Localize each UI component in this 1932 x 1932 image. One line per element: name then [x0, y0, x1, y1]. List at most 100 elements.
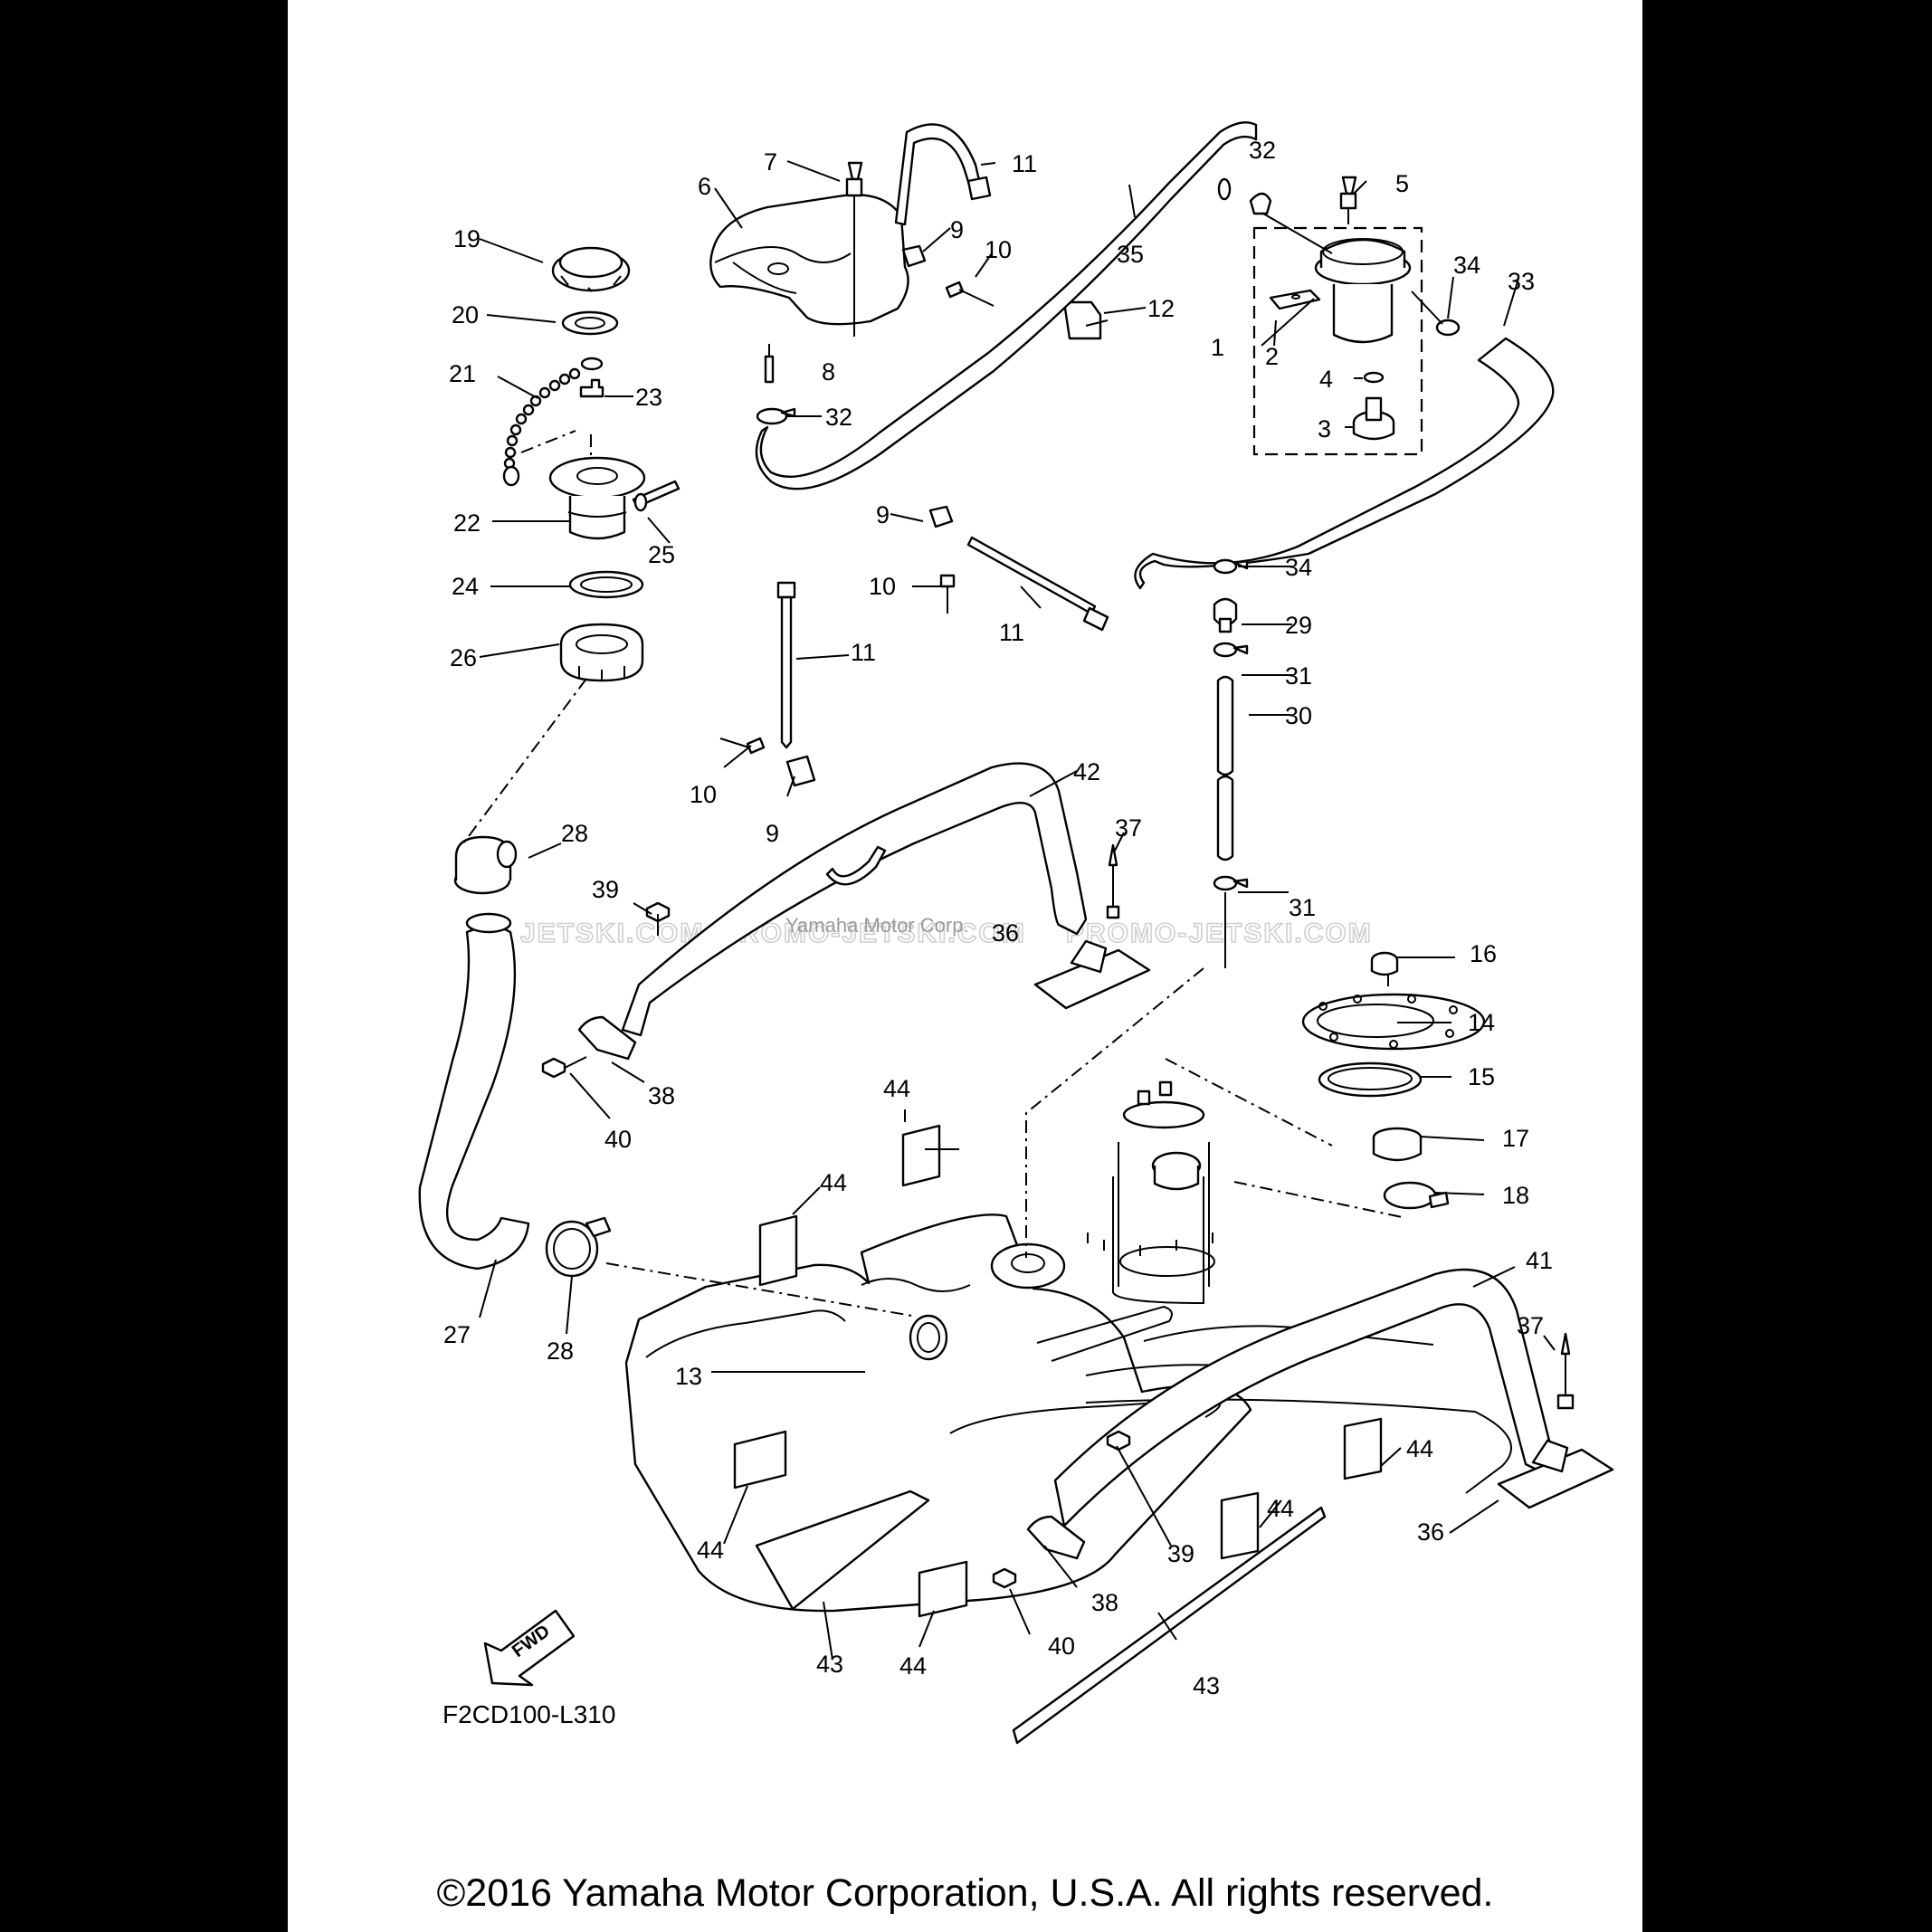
callout-42: 42	[1073, 758, 1100, 785]
callout-39b: 39	[1167, 1540, 1194, 1567]
tie-11b	[966, 536, 1097, 615]
callout-44d: 44	[899, 1652, 927, 1680]
connectors	[462, 430, 1407, 1317]
hose-35	[755, 121, 1258, 490]
callout-36a: 36	[992, 919, 1019, 947]
bolt-40b	[992, 1567, 1017, 1589]
callout-35: 35	[1117, 241, 1144, 268]
callout-5: 5	[1395, 170, 1409, 197]
strip-43b	[1012, 1506, 1327, 1745]
watermark-2: PROMO-JETSKI.COM	[719, 918, 1026, 948]
clip-9b	[928, 505, 954, 528]
clamp-12	[1062, 300, 1102, 340]
callout-44a: 44	[883, 1075, 910, 1102]
block-38a	[577, 1015, 637, 1061]
callout-10c: 10	[690, 781, 717, 808]
callout-38a: 38	[648, 1082, 675, 1109]
callout-11a: 11	[1012, 150, 1037, 177]
hose-30-upper	[1216, 675, 1234, 776]
hose-33	[1134, 337, 1555, 590]
pad-44f	[1343, 1417, 1383, 1480]
strip-43a	[755, 1489, 930, 1611]
callout-32a: 32	[825, 404, 852, 431]
callout-20: 20	[452, 301, 479, 328]
screw-23	[579, 378, 604, 398]
fuel-cap-19	[551, 246, 631, 292]
callout-31a: 31	[1285, 662, 1312, 690]
pad-44e	[1220, 1491, 1260, 1560]
bracket-2	[1269, 289, 1321, 310]
callout-36b: 36	[1417, 1518, 1444, 1546]
callout-15: 15	[1468, 1063, 1495, 1090]
callout-9c: 9	[766, 820, 779, 847]
callout-37b: 37	[1517, 1312, 1544, 1339]
callout-37a: 37	[1115, 814, 1142, 842]
callout-44f: 44	[1406, 1435, 1433, 1462]
callout-17: 17	[1502, 1125, 1529, 1152]
clamp-32a	[756, 407, 788, 425]
leader-lines	[479, 160, 1556, 1661]
cover-6	[709, 194, 909, 326]
bolt-39a	[645, 901, 671, 923]
bolt-39b	[1106, 1430, 1131, 1451]
callout-40a: 40	[604, 1126, 632, 1153]
watermark-1: JETSKI.COM	[520, 918, 704, 948]
callout-39a: 39	[592, 876, 619, 903]
callout-11c: 11	[851, 639, 876, 666]
tie-head-11c	[776, 581, 796, 599]
clamp-18	[1383, 1181, 1437, 1210]
callout-28b: 28	[547, 1337, 574, 1365]
callout-31b: 31	[1289, 894, 1316, 921]
hose-27	[418, 925, 530, 1271]
pin-5	[1341, 176, 1357, 195]
pad-44d	[918, 1560, 968, 1618]
callout-33: 33	[1508, 268, 1535, 295]
callout-44b: 44	[820, 1169, 847, 1196]
callout-21: 21	[449, 360, 476, 387]
clamp-34b	[1213, 558, 1238, 575]
elbow-28a	[453, 835, 518, 895]
callout-38b: 38	[1091, 1589, 1118, 1616]
drawing-code: F2CD100-L310	[443, 1700, 615, 1728]
clamp-31a	[1213, 642, 1238, 658]
strap-11a	[894, 123, 983, 226]
watermark-4: Yamaha Motor Corp.	[785, 914, 969, 937]
block-38b	[1026, 1515, 1086, 1560]
callout-32b: 32	[1249, 137, 1276, 164]
callout-30: 30	[1285, 702, 1312, 729]
callout-29: 29	[1285, 612, 1312, 639]
pin-37b	[1560, 1332, 1571, 1356]
callout-9a: 9	[950, 216, 964, 243]
nut-26	[559, 623, 644, 682]
callout-numbers: 1 2 3 4 5 6 7 8 9 9 9 10 10 10 11 11 11 …	[443, 137, 1553, 1699]
callout-28a: 28	[561, 820, 588, 847]
callout-1: 1	[1211, 334, 1224, 361]
callout-6: 6	[698, 173, 711, 200]
pin-10b	[939, 574, 956, 588]
fuel-tank-13	[624, 1213, 1512, 1613]
flange-14	[1301, 993, 1486, 1051]
gasket-20	[561, 310, 619, 336]
callout-10a: 10	[985, 236, 1012, 263]
callout-25: 25	[648, 541, 675, 568]
callout-43b: 43	[1193, 1672, 1220, 1699]
filler-neck-21	[548, 456, 646, 540]
callout-24: 24	[452, 573, 479, 600]
pin-8	[764, 355, 775, 384]
callout-2: 2	[1265, 343, 1279, 370]
pump-assembly	[1087, 1080, 1215, 1305]
pin-7	[847, 161, 863, 181]
callout-23: 23	[635, 384, 662, 411]
clip-9c	[785, 755, 816, 787]
callout-41: 41	[1526, 1247, 1553, 1274]
callout-43a: 43	[816, 1651, 843, 1678]
watermark-3: PROMO-JETSKI.COM	[1066, 918, 1373, 948]
callout-27: 27	[443, 1321, 471, 1348]
pin-10c	[746, 737, 766, 755]
callout-34a: 34	[1453, 252, 1480, 279]
callout-19: 19	[453, 225, 481, 252]
clip-9a	[901, 244, 927, 268]
tie-11c	[780, 595, 793, 749]
callout-34b: 34	[1285, 554, 1312, 581]
